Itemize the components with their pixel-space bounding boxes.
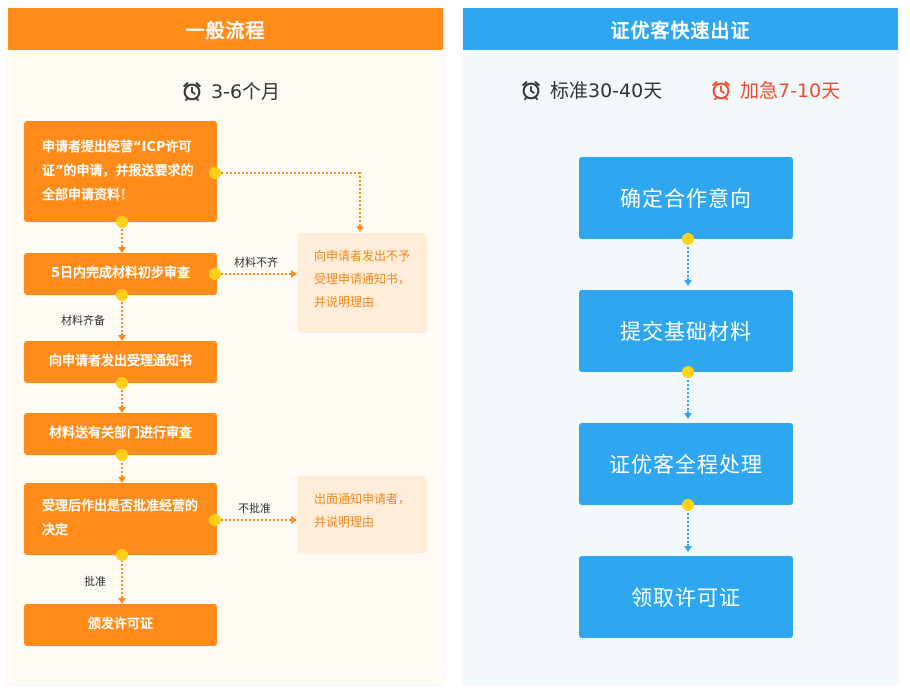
arrow-right-icon — [291, 516, 297, 524]
connector-dot — [116, 216, 128, 228]
arrow-down-icon — [118, 247, 126, 253]
general-duration: 3-6个月 — [181, 77, 280, 104]
step-initial-review: 5日内完成材料初步审查 — [24, 253, 217, 295]
express-urgent-text: 加急7-10天 — [740, 80, 841, 102]
express-process-panel: 证优客快速出证 标准30-40天 加急7-10天 确定合作意向 提交基础材料 证… — [463, 8, 898, 684]
arrow-right-icon — [291, 270, 297, 278]
connector-line — [687, 506, 689, 546]
connector-dot — [209, 268, 221, 280]
connector-dot — [116, 549, 128, 561]
connector-dot — [209, 167, 221, 179]
alarm-clock-icon — [712, 80, 730, 100]
connector-line — [687, 373, 689, 413]
connector-dot — [116, 289, 128, 301]
connector-line — [221, 519, 291, 521]
express-standard-text: 标准30-40天 — [550, 80, 663, 102]
arrow-down-icon — [684, 546, 692, 552]
connector-line — [121, 222, 123, 247]
step-issue-license: 颁发许可证 — [24, 604, 217, 646]
note-rejection-notice: 向申请者发出不予受理申请通知书，并说明理由 — [298, 233, 427, 333]
connector-line — [359, 172, 361, 226]
step-submit-application: 申请者提出经营“ICP许可证”的申请，并报送要求的全部申请资料！ — [24, 121, 217, 222]
connector-dot — [682, 233, 694, 245]
express-process-title: 证优客快速出证 — [463, 8, 898, 50]
arrow-down-icon — [356, 226, 364, 232]
label-materials-incomplete: 材料不齐 — [234, 256, 278, 269]
express-step-receive-license: 领取许可证 — [579, 556, 793, 638]
arrow-down-icon — [118, 598, 126, 604]
arrow-down-icon — [118, 335, 126, 341]
alarm-clock-icon — [183, 81, 201, 101]
alarm-clock-icon — [522, 80, 540, 100]
connector-line — [221, 273, 291, 275]
express-step-cooperation: 确定合作意向 — [579, 157, 793, 239]
express-standard-duration: 标准30-40天 — [520, 76, 662, 103]
connector-dot — [209, 514, 221, 526]
label-materials-complete: 材料齐备 — [61, 314, 105, 327]
connector-dot — [682, 366, 694, 378]
general-duration-text: 3-6个月 — [211, 81, 281, 103]
general-process-panel: 一般流程 3-6个月 申请者提出经营“ICP许可证”的申请，并报送要求的全部申请… — [8, 8, 443, 684]
step-approval-decision: 受理后作出是否批准经营的决定 — [24, 483, 217, 555]
connector-line — [121, 455, 123, 477]
arrow-down-icon — [684, 413, 692, 419]
label-not-approved: 不批准 — [238, 502, 271, 515]
general-process-title: 一般流程 — [8, 8, 443, 50]
connector-dot — [682, 499, 694, 511]
connector-line — [687, 240, 689, 280]
connector-dot — [116, 377, 128, 389]
connector-line — [121, 555, 123, 598]
arrow-down-icon — [118, 407, 126, 413]
step-department-review: 材料送有关部门进行审查 — [24, 413, 217, 455]
express-step-submit-materials: 提交基础材料 — [579, 290, 793, 372]
express-urgent-duration: 加急7-10天 — [710, 76, 840, 103]
label-approved: 批准 — [84, 575, 106, 588]
connector-line — [121, 295, 123, 335]
connector-dot — [116, 449, 128, 461]
connector-line — [221, 172, 360, 174]
express-step-full-handling: 证优客全程处理 — [579, 423, 793, 505]
arrow-down-icon — [118, 477, 126, 483]
note-notify-applicant: 出面通知申请者，并说明理由 — [298, 476, 427, 553]
step-acceptance-notice: 向申请者发出受理通知书 — [24, 341, 217, 383]
arrow-down-icon — [684, 280, 692, 286]
connector-line — [121, 383, 123, 407]
